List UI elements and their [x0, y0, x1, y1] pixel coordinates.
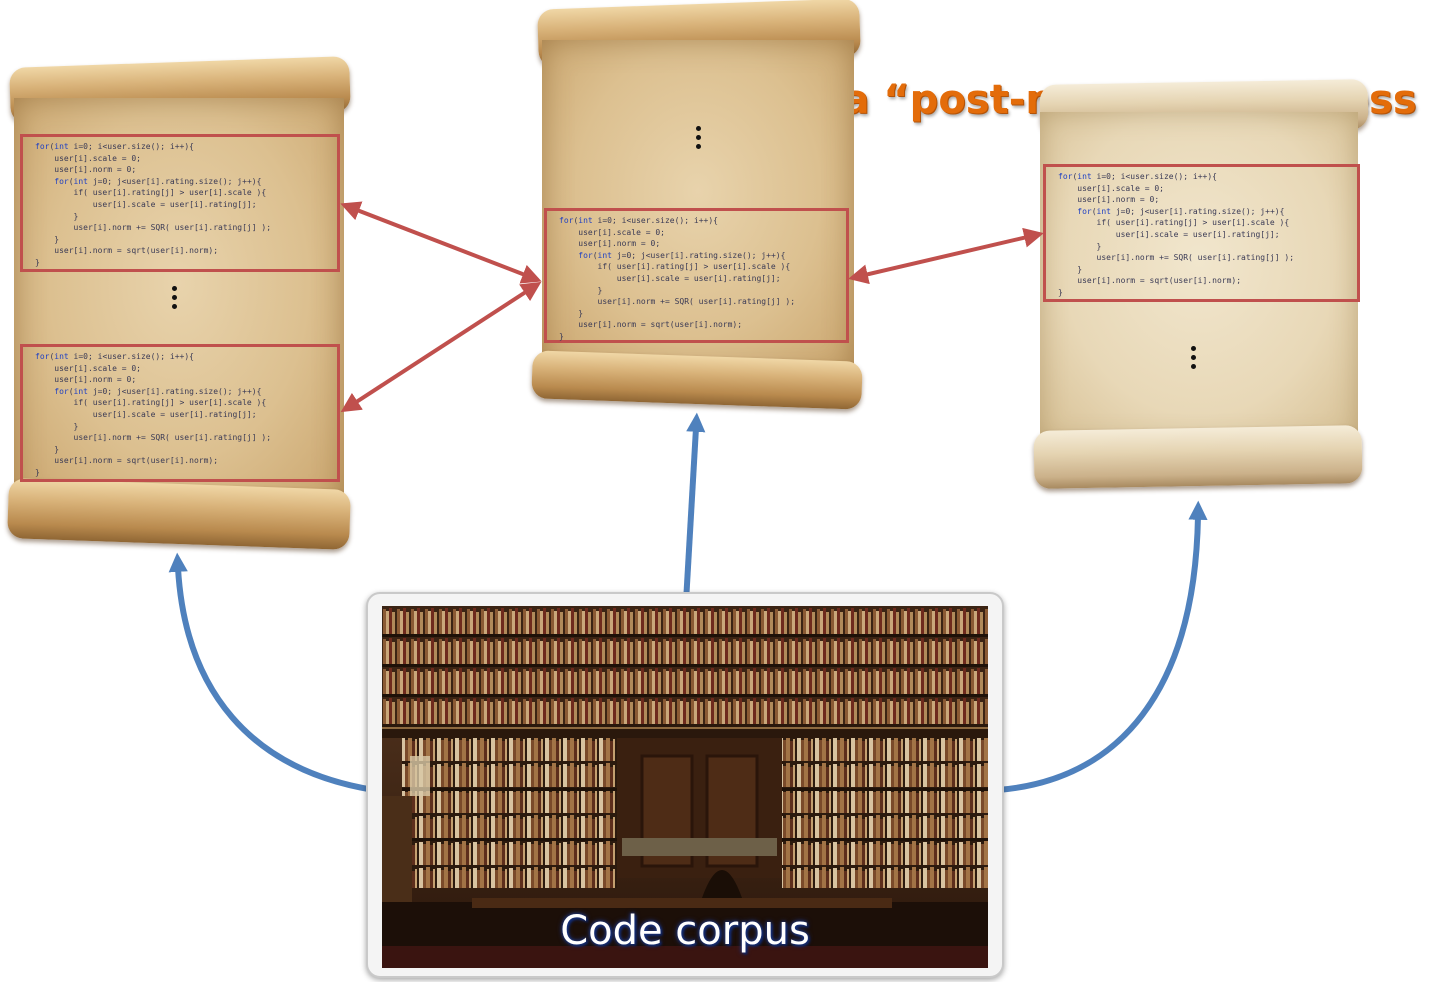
scroll-left-paper — [14, 98, 344, 510]
code-box-right: for(int i=0; i<user.size(); i++){ user[i… — [1043, 164, 1360, 302]
scroll-right-paper — [1040, 112, 1358, 442]
red-arrow-left-bottom — [340, 281, 542, 413]
code-snippet: for(int i=0; i<user.size(); i++){ user[i… — [1058, 172, 1295, 297]
vertical-ellipsis-icon — [170, 286, 178, 313]
library-photo-art — [382, 606, 988, 968]
vertical-ellipsis-icon — [694, 126, 702, 153]
vertical-ellipsis-icon — [1189, 346, 1197, 373]
code-snippet: for(int i=0; i<user.size(); i++){ user[i… — [35, 352, 272, 477]
blue-arrow-right — [997, 500, 1208, 793]
code-box-middle: for(int i=0; i<user.size(); i++){ user[i… — [544, 208, 849, 343]
code-snippet: for(int i=0; i<user.size(); i++){ user[i… — [35, 142, 272, 267]
library-photo: Code corpus — [382, 606, 988, 968]
blue-arrow-left — [168, 552, 375, 793]
photo-caption: Code corpus — [560, 908, 810, 954]
blue-arrow-middle — [683, 412, 706, 603]
code-box-left-top: for(int i=0; i<user.size(); i++){ user[i… — [20, 134, 340, 272]
code-box-left-bottom: for(int i=0; i<user.size(); i++){ user[i… — [20, 344, 340, 482]
red-arrow-left-top — [340, 201, 542, 284]
red-arrow-right — [848, 227, 1044, 285]
code-snippet: for(int i=0; i<user.size(); i++){ user[i… — [559, 216, 796, 341]
